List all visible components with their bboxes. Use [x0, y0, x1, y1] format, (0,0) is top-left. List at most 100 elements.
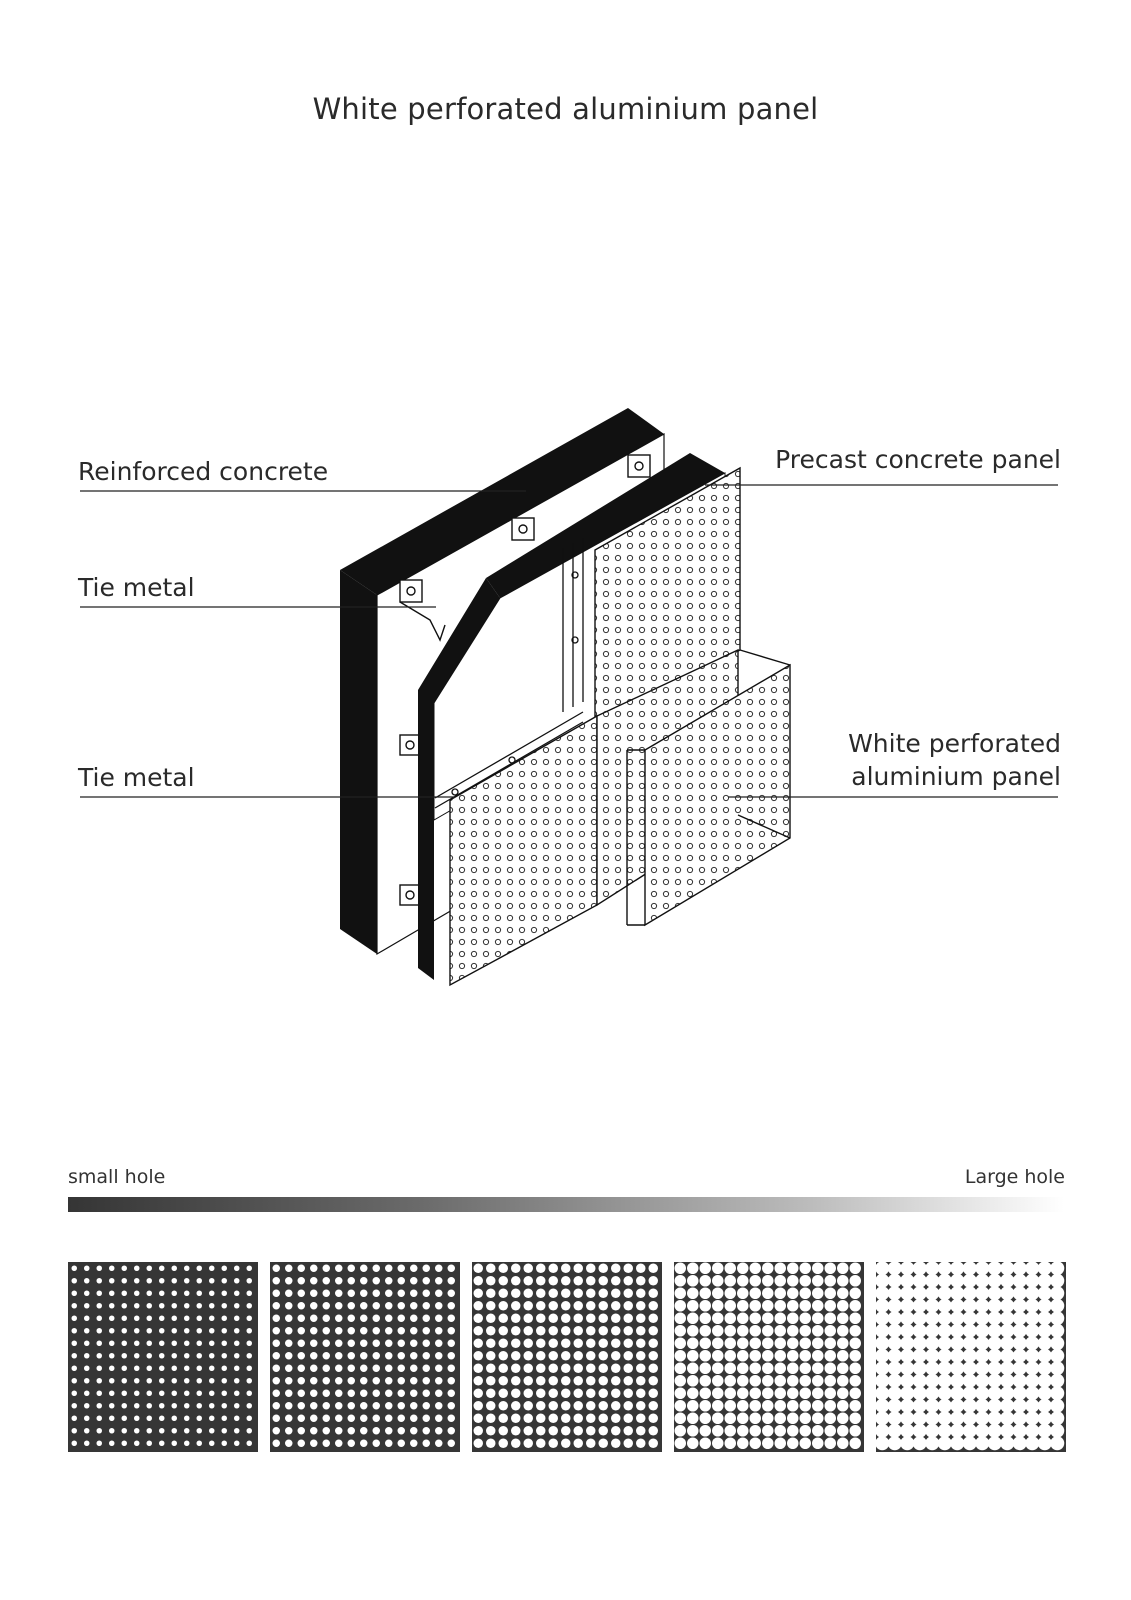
perforation-hole — [812, 1337, 824, 1349]
perforation-hole — [234, 1290, 240, 1296]
perforation-hole — [1050, 1311, 1065, 1326]
perforation-hole — [837, 1362, 849, 1374]
perforation-hole — [937, 1286, 952, 1301]
perforation-hole — [385, 1314, 393, 1322]
perforation-hole — [397, 1352, 405, 1360]
perforation-hole — [812, 1300, 824, 1312]
perforation-hole — [1050, 1398, 1065, 1413]
perforation-hole — [285, 1439, 293, 1447]
perforation-hole — [221, 1365, 227, 1371]
perforation-hole — [184, 1303, 190, 1309]
perforation-hole — [674, 1312, 686, 1324]
perforation-hole — [712, 1412, 724, 1424]
perforation-hole — [134, 1328, 140, 1334]
perforation-hole — [937, 1311, 952, 1326]
perforation-hole — [1025, 1386, 1040, 1401]
perforation-hole — [687, 1362, 699, 1374]
perforation-hole — [397, 1414, 405, 1422]
perforation-hole — [410, 1314, 418, 1322]
perforation-hole — [322, 1439, 330, 1447]
perforation-hole — [1000, 1411, 1015, 1426]
perforation-hole — [962, 1386, 977, 1401]
perforation-hole — [184, 1365, 190, 1371]
perforation-hole — [1037, 1436, 1052, 1451]
perforation-hole — [246, 1315, 252, 1321]
perforation-hole — [1050, 1436, 1065, 1451]
perforation-hole — [837, 1400, 849, 1412]
perforation-hole — [548, 1338, 558, 1348]
perforation-hole — [749, 1350, 761, 1362]
perforation-hole — [410, 1402, 418, 1410]
perforation-hole — [925, 1373, 940, 1388]
perforation-hole — [272, 1327, 280, 1335]
perforation-hole — [925, 1361, 940, 1376]
perforation-hole — [486, 1263, 496, 1273]
perforation-hole — [636, 1326, 646, 1336]
perforation-hole — [272, 1389, 280, 1397]
perforation-hole — [372, 1314, 380, 1322]
perforation-hole — [824, 1400, 836, 1412]
perforation-hole — [360, 1439, 368, 1447]
perforation-hole — [272, 1289, 280, 1297]
perforation-hole — [1000, 1423, 1015, 1438]
perforation-hole — [876, 1436, 890, 1451]
perforation-hole — [184, 1290, 190, 1296]
perforation-hole — [322, 1377, 330, 1385]
perforation-hole — [486, 1401, 496, 1411]
perforation-hole — [435, 1377, 443, 1385]
perforation-hole — [548, 1288, 558, 1298]
perforation-hole — [573, 1376, 583, 1386]
perforation-hole — [234, 1403, 240, 1409]
perforation-hole — [360, 1402, 368, 1410]
perforation-hole — [1037, 1298, 1052, 1313]
perforation-hole — [109, 1340, 115, 1346]
perforation-hole — [737, 1262, 749, 1274]
perforation-hole — [598, 1301, 608, 1311]
perforation-hole — [1000, 1273, 1015, 1288]
perforation-hole — [297, 1327, 305, 1335]
perforation-hole — [347, 1389, 355, 1397]
perforation-hole — [71, 1290, 77, 1296]
perforation-hole — [486, 1426, 496, 1436]
perforation-hole — [712, 1325, 724, 1337]
perforation-hole — [824, 1437, 836, 1449]
perforation-swatch-2 — [270, 1262, 460, 1452]
perforation-hole — [812, 1425, 824, 1437]
perforation-hole — [573, 1276, 583, 1286]
perforation-hole — [96, 1328, 102, 1334]
perforation-hole — [687, 1375, 699, 1387]
perforation-hole — [573, 1288, 583, 1298]
perforation-hole — [146, 1415, 152, 1421]
perforation-hole — [598, 1288, 608, 1298]
perforation-hole — [849, 1362, 861, 1374]
perforation-hole — [937, 1273, 952, 1288]
perforation-hole — [950, 1262, 965, 1276]
perforation-hole — [422, 1364, 430, 1372]
perforation-hole — [687, 1300, 699, 1312]
perforation-hole — [1025, 1411, 1040, 1426]
perforation-hole — [987, 1262, 1002, 1276]
perforation-hole — [310, 1314, 318, 1322]
perforation-hole — [611, 1301, 621, 1311]
perforation-hole — [799, 1275, 811, 1287]
perforation-hole — [84, 1428, 90, 1434]
perforation-hole — [799, 1425, 811, 1437]
perforation-hole — [876, 1323, 890, 1338]
perforation-hole — [410, 1427, 418, 1435]
perforation-hole — [724, 1312, 736, 1324]
perforation-hole — [548, 1351, 558, 1361]
perforation-hole — [962, 1348, 977, 1363]
perforation-hole — [84, 1353, 90, 1359]
perforation-hole — [171, 1328, 177, 1334]
perforation-hole — [837, 1337, 849, 1349]
perforation-hole — [209, 1278, 215, 1284]
perforation-hole — [246, 1353, 252, 1359]
perforation-hole — [950, 1323, 965, 1338]
perforation-hole — [184, 1415, 190, 1421]
perforation-hole — [561, 1351, 571, 1361]
perforation-hole — [171, 1265, 177, 1271]
perforation-hole — [762, 1325, 774, 1337]
perforation-hole — [285, 1414, 293, 1422]
perforation-hole — [837, 1425, 849, 1437]
perforation-hole — [71, 1403, 77, 1409]
